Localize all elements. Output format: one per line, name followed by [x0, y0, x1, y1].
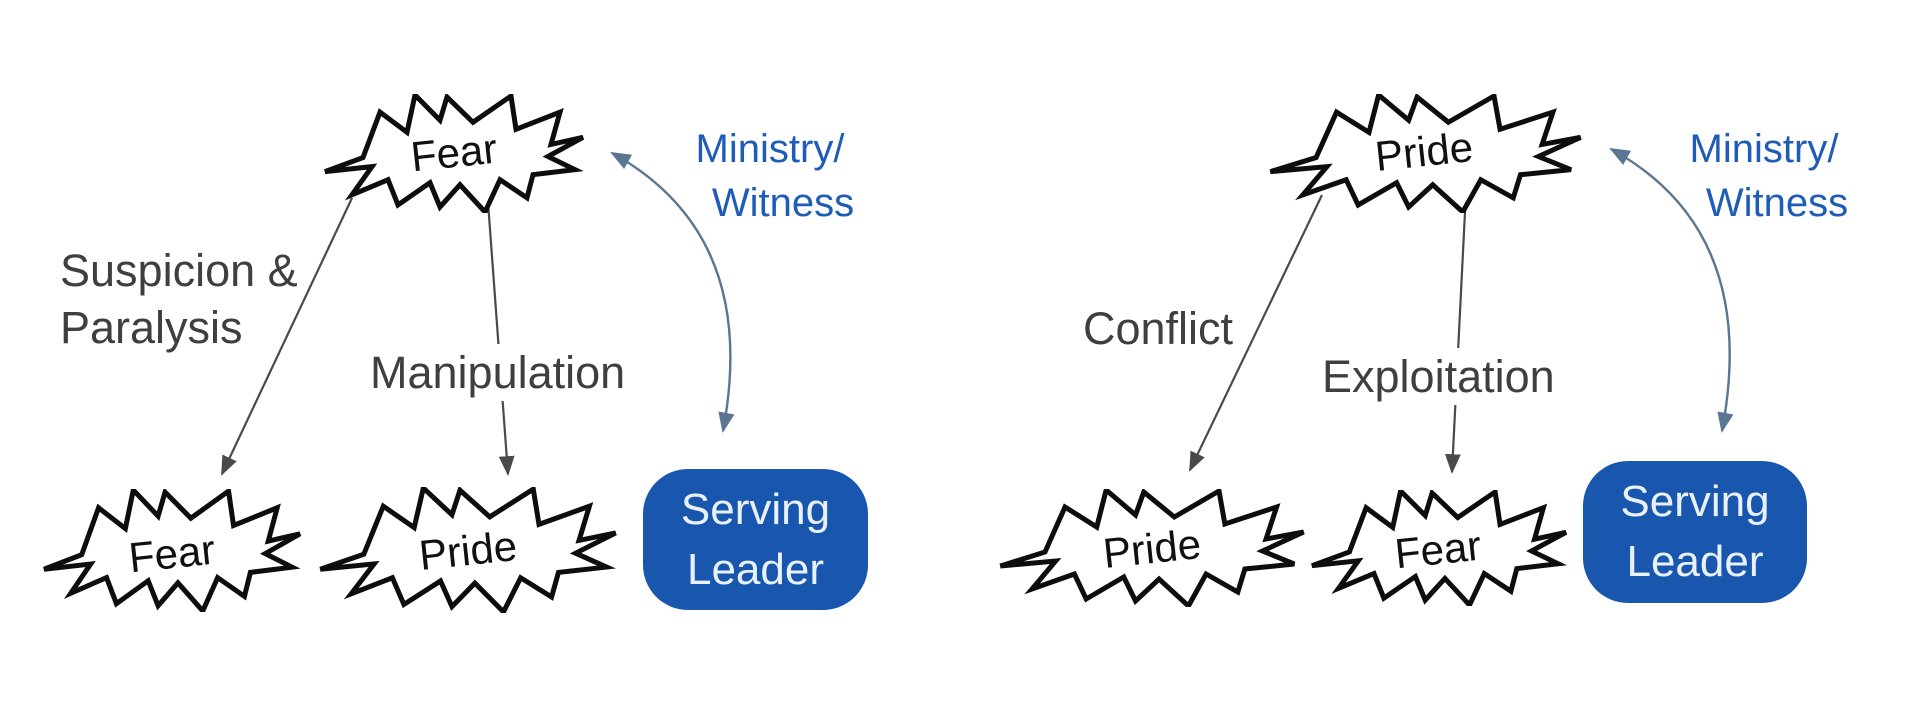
serving-line: Serving [680, 484, 831, 534]
bottom-pride-label: Pride [1100, 520, 1204, 577]
bottom-fear-label: Fear [126, 525, 218, 582]
witness-line: Witness [1705, 181, 1849, 225]
ministry-witness-label-left: Ministry/ Witness [652, 122, 888, 230]
ministry-line: Ministry/ [695, 127, 845, 171]
label-line-1: Suspicion & [60, 245, 298, 296]
arrow-pride-to-exploitation-fear [1444, 191, 1468, 474]
leader-line: Leader [686, 544, 824, 594]
top-burst-label: Pride [1372, 123, 1476, 180]
ministry-witness-arrow-right [1609, 147, 1734, 434]
serving-leader-box-right: Serving Leader [1583, 461, 1807, 603]
label-line-1: Conflict [1083, 303, 1234, 354]
conflict-label: Conflict [1083, 300, 1233, 357]
bottom-pride-label: Pride [416, 522, 520, 579]
ministry-witness-arrow-left [610, 151, 735, 434]
serving-leader-box-left: Serving Leader [643, 469, 868, 610]
serving-line: Serving [1620, 477, 1770, 527]
bottom-fear-label: Fear [1392, 521, 1484, 578]
arrow-fear-to-manipulation-pride [486, 201, 515, 476]
arrow-pride-to-conflict-pride [1189, 194, 1323, 472]
label-line-2: Paralysis [60, 302, 243, 354]
ministry-witness-label-right: Ministry/ Witness [1646, 122, 1882, 230]
ministry-line: Ministry/ [1689, 127, 1839, 171]
leader-line: Leader [1626, 537, 1764, 586]
witness-line: Witness [711, 181, 855, 225]
arrow-fear-to-suspicion-fear [221, 197, 353, 476]
suspicion-paralysis-label: Suspicion & Paralysis [60, 242, 298, 356]
exploitation-label: Exploitation [1312, 348, 1565, 406]
manipulation-label: Manipulation [360, 344, 636, 402]
top-burst-label: Fear [408, 124, 500, 181]
